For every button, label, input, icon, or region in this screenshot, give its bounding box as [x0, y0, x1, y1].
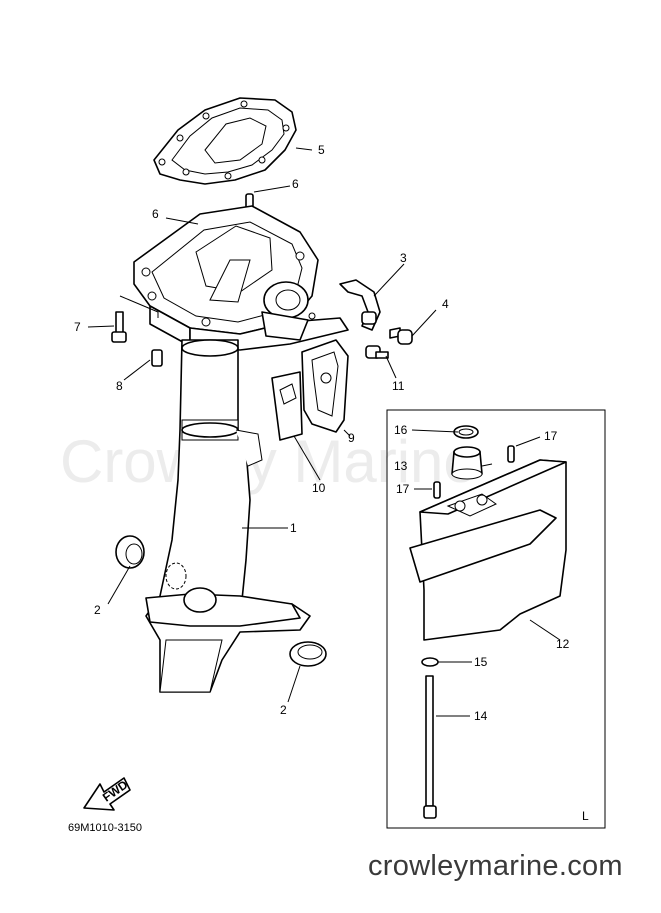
callout-8: 8: [116, 379, 123, 393]
bolt-part-7[interactable]: [111, 311, 127, 343]
diagram-code: 69M1010-3150: [68, 822, 143, 834]
inset-frame: [386, 409, 606, 829]
callout-16: 16: [394, 423, 408, 437]
callout-1: 1: [290, 521, 297, 535]
washer-part-15[interactable]: [421, 657, 439, 667]
callout-6a: 6: [152, 207, 159, 221]
callout-6b: 6: [292, 177, 299, 191]
bolt-part-4[interactable]: [389, 327, 413, 345]
callout-2b: 2: [280, 703, 287, 717]
callout-2a: 2: [94, 603, 101, 617]
stud-bolt-part-14[interactable]: [423, 675, 437, 819]
callout-4: 4: [442, 297, 449, 311]
upper-mount-plate[interactable]: [119, 205, 349, 351]
clamp-part-3[interactable]: [339, 279, 381, 331]
upper-casing-part-1[interactable]: [145, 339, 311, 693]
grommet-part-2a[interactable]: [115, 535, 145, 569]
callout-10: 10: [312, 481, 326, 495]
callout-13: 13: [394, 459, 408, 473]
callout-labels: 1 2 2 3 4 5 6 6 7 8 9 10 11 12 13 14 15 …: [74, 143, 589, 823]
pin-part-17b[interactable]: [433, 481, 441, 499]
bushing-part-13[interactable]: [451, 446, 483, 480]
grommet-part-2b[interactable]: [289, 641, 327, 667]
callout-15: 15: [474, 655, 488, 669]
pin-part-17a[interactable]: [507, 445, 515, 463]
callout-7: 7: [74, 320, 81, 334]
callout-17b: 17: [396, 482, 410, 496]
nipple-part-8[interactable]: [151, 349, 163, 367]
inset-letter: L: [582, 809, 589, 823]
callout-14: 14: [474, 709, 488, 723]
callout-17a: 17: [544, 429, 558, 443]
callout-5: 5: [318, 143, 325, 157]
callout-3: 3: [400, 251, 407, 265]
watermark: Crowley Marine: [60, 428, 477, 495]
plate-part-10[interactable]: [271, 371, 303, 441]
extension-part-12[interactable]: [409, 459, 567, 641]
callout-11: 11: [392, 379, 405, 393]
leader-lines: [87, 147, 561, 717]
callout-9: 9: [348, 431, 355, 445]
site-url[interactable]: crowleymarine.com: [368, 850, 623, 882]
forward-direction-arrow: FWD: [83, 777, 131, 811]
bolt-part-11[interactable]: [365, 345, 389, 359]
callout-12: 12: [556, 637, 570, 651]
cover-part-9[interactable]: [301, 339, 349, 433]
gasket-part-5[interactable]: [153, 97, 297, 185]
